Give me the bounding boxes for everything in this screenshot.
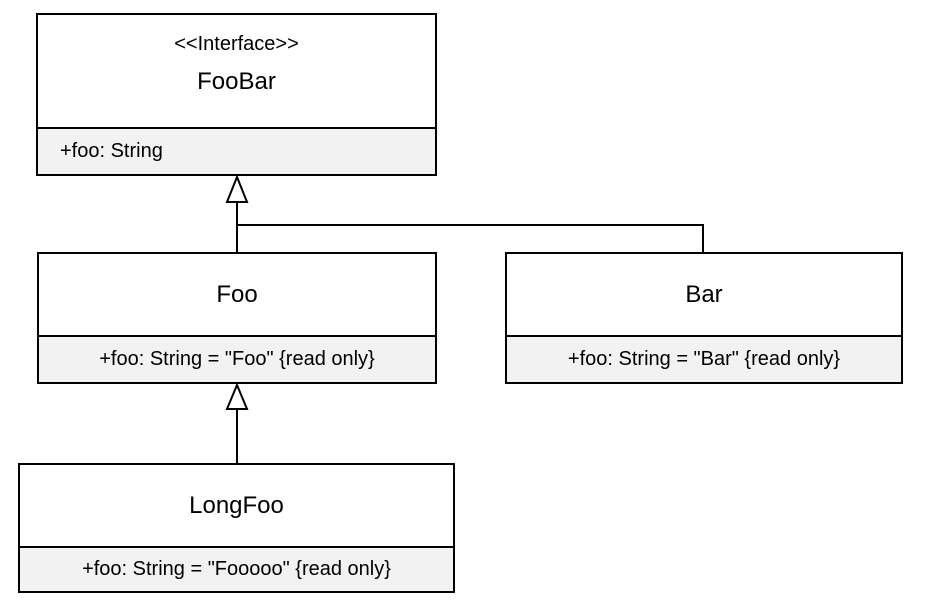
class-bar-attribute: +foo: String = "Bar" {read only}: [507, 335, 901, 382]
class-foobar-attribute: +foo: String: [38, 127, 435, 174]
class-box-foobar: <<Interface>> FooBar +foo: String: [36, 13, 437, 176]
hollow-triangle-arrowhead-icon: [225, 382, 249, 410]
class-foobar-stereotype: <<Interface>>: [174, 33, 299, 55]
class-foobar-name: FooBar: [197, 68, 276, 95]
hollow-triangle-arrowhead-icon: [225, 174, 249, 203]
class-box-longfoo: LongFoo +foo: String = "Fooooo" {read on…: [18, 463, 455, 593]
generalization-longfoo-to-foo: [225, 382, 249, 464]
class-longfoo-name: LongFoo: [189, 491, 284, 519]
class-foobar-header: <<Interface>> FooBar: [38, 15, 435, 127]
class-foo-attribute: +foo: String = "Foo" {read only}: [39, 335, 435, 382]
class-foo-header: Foo: [39, 254, 435, 335]
class-box-foo: Foo +foo: String = "Foo" {read only}: [37, 252, 437, 384]
class-longfoo-attribute: +foo: String = "Fooooo" {read only}: [20, 546, 453, 591]
class-bar-header: Bar: [507, 254, 901, 335]
class-box-bar: Bar +foo: String = "Bar" {read only}: [505, 252, 903, 384]
generalization-foo-bar-to-foobar: [225, 174, 704, 253]
class-foo-name: Foo: [216, 280, 258, 308]
class-longfoo-header: LongFoo: [20, 465, 453, 546]
class-bar-name: Bar: [685, 280, 723, 308]
